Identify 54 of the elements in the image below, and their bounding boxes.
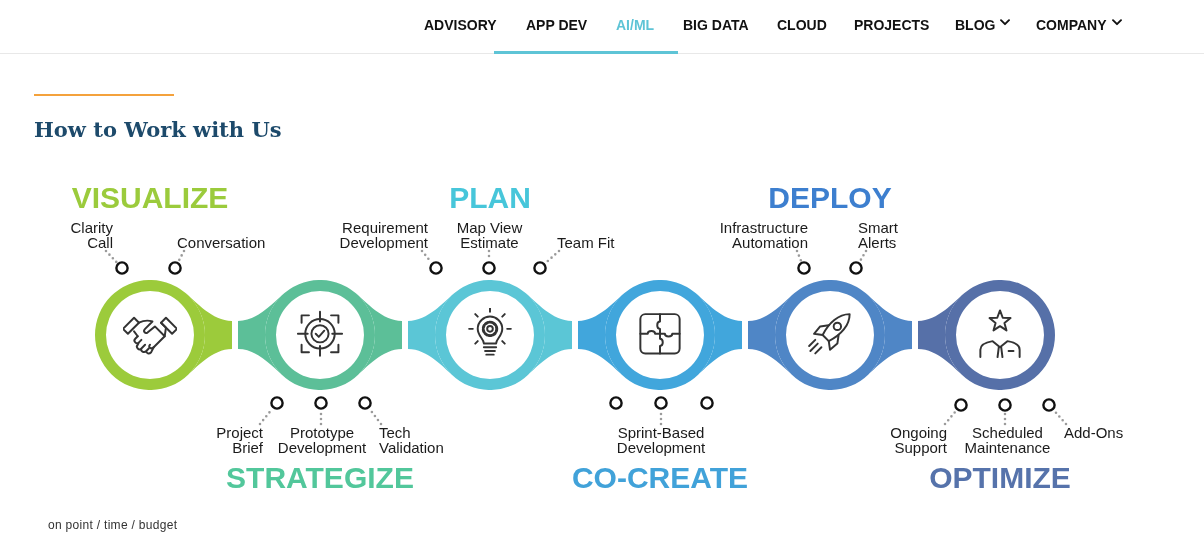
ring-marker-icon <box>358 396 372 410</box>
stage-heading: STRATEGIZE <box>226 462 414 494</box>
stage-heading: OPTIMIZE <box>929 462 1071 494</box>
dotted-leader-line <box>943 409 958 426</box>
ring-marker-icon <box>954 398 968 412</box>
step-label: Add-Ons <box>1064 425 1125 440</box>
step-label: Requirement Development <box>338 220 428 250</box>
ring-marker-icon <box>533 261 547 275</box>
step-label: Prototype Development <box>277 425 367 455</box>
step-label: Smart Alerts <box>858 220 900 250</box>
dotted-leader-line <box>1052 409 1068 426</box>
dotted-leader-line <box>858 249 868 263</box>
ring-marker-icon <box>168 261 182 275</box>
step-label: Project Brief <box>215 425 263 455</box>
nav-link: BIG DATA <box>683 17 749 33</box>
dotted-leader-line <box>795 249 803 263</box>
dotted-leader-line <box>177 249 186 263</box>
dotted-leader-line <box>104 249 119 264</box>
stage-heading: DEPLOY <box>768 182 892 214</box>
ring-marker-icon <box>849 261 863 275</box>
nav-link: BLOG <box>955 17 1011 33</box>
ring-marker-icon <box>429 261 443 275</box>
stage-heading: VISUALIZE <box>71 182 229 214</box>
active-nav-link: AI/ML <box>616 17 655 33</box>
ring-marker-icon <box>998 398 1012 412</box>
tagline-text: on point / time / budget <box>48 518 178 532</box>
ring-marker-icon <box>1042 398 1056 412</box>
step-label: Conversation <box>177 235 267 250</box>
ring-marker-icon <box>115 261 129 275</box>
step-label: Infrastructure Automation <box>718 220 808 250</box>
dotted-leader-line <box>1003 411 1007 426</box>
nav-link: ADVISORY <box>424 17 497 33</box>
ring-marker-icon <box>700 396 714 410</box>
step-label: Ongoing Support <box>889 425 947 455</box>
stage-heading: CO-CREATE <box>571 462 749 494</box>
step-label: Sprint-Based Development <box>616 425 706 455</box>
nav-link: COMPANY <box>1036 17 1122 33</box>
ring-marker-icon <box>482 261 496 275</box>
step-label: Tech Validation <box>379 425 445 455</box>
step-label: Scheduled Maintenance <box>964 425 1051 455</box>
ring-marker-icon <box>654 396 668 410</box>
ring-marker-icon <box>797 261 811 275</box>
nav-link: CLOUD <box>777 17 827 33</box>
step-label: Clarity Call <box>69 220 113 250</box>
dotted-leader-line <box>544 249 561 265</box>
step-label: Team Fit <box>557 235 616 250</box>
ring-marker-icon <box>270 396 284 410</box>
page-title: How to Work with Us <box>34 116 282 144</box>
step-label: Map View Estimate <box>456 220 523 250</box>
stage-heading: PLAN <box>449 182 531 214</box>
ring-marker-icon <box>314 396 328 410</box>
nav-link: APP DEV <box>526 17 588 33</box>
nav-link: PROJECTS <box>854 17 930 33</box>
ring-marker-icon <box>609 396 623 410</box>
